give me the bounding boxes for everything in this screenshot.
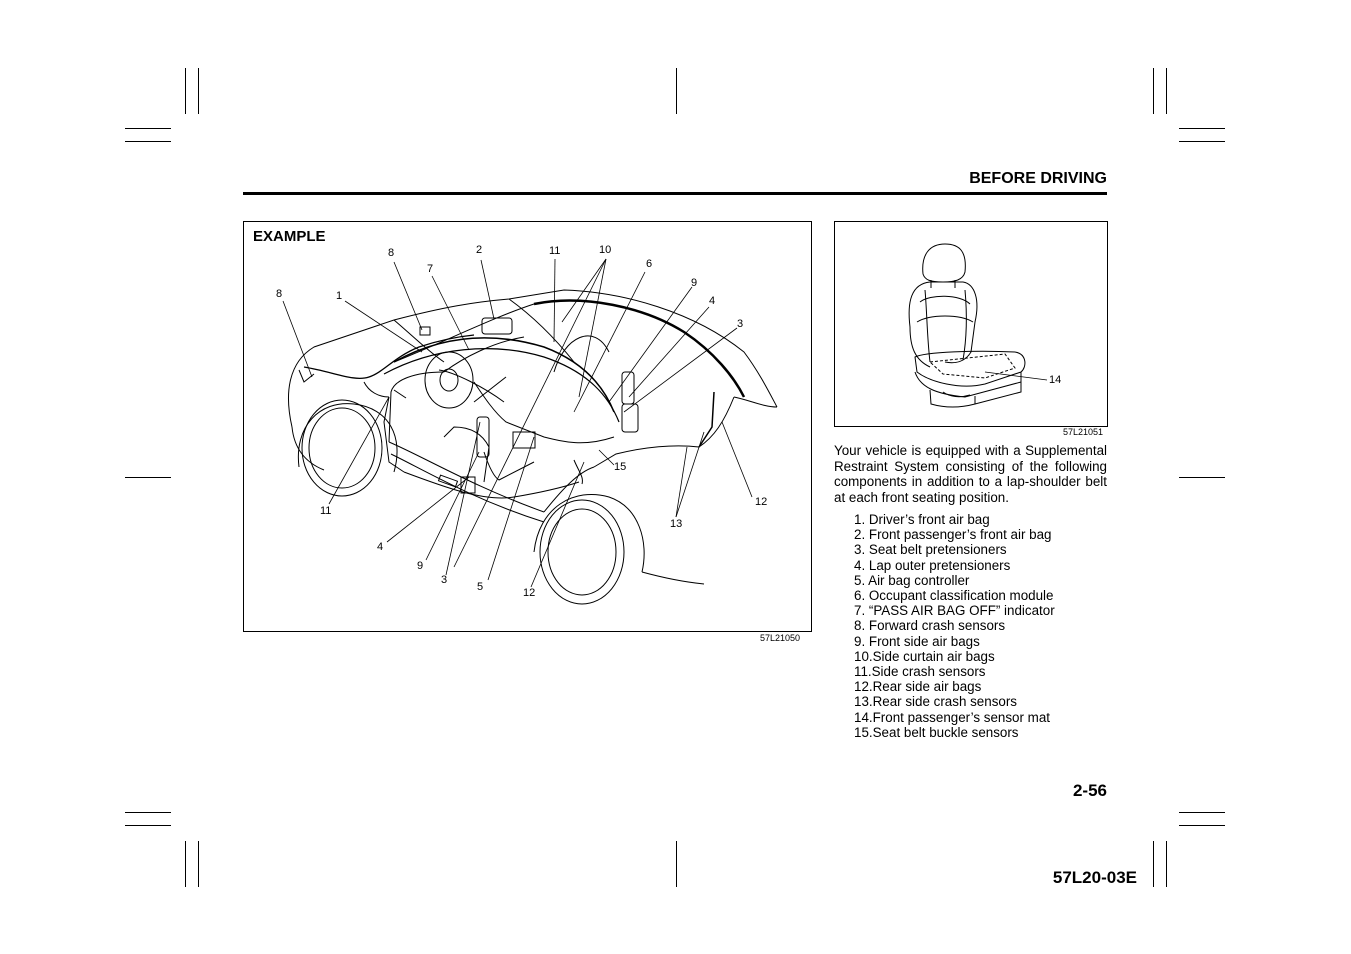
car-srs-diagram bbox=[287, 289, 778, 605]
callout-15: 15 bbox=[614, 461, 627, 473]
list-item: 5. Air bag controller bbox=[854, 572, 970, 588]
passenger-seat-diagram bbox=[908, 243, 1048, 408]
document-code: 57L20-03E bbox=[1052, 868, 1137, 887]
callout-12-right: 12 bbox=[755, 496, 768, 508]
figure-main-code: 57L21050 bbox=[760, 633, 801, 643]
callout-14: 14 bbox=[1049, 374, 1062, 386]
callout-3-bottom: 3 bbox=[441, 574, 448, 586]
callout-1: 1 bbox=[336, 290, 343, 302]
list-item: 9. Front side air bags bbox=[854, 633, 980, 649]
seat-sensor-figure: 14 bbox=[834, 221, 1108, 427]
srs-description: Your vehicle is equipped with a Suppleme… bbox=[834, 443, 1107, 505]
section-title: BEFORE DRIVING bbox=[969, 170, 1107, 187]
page-number: 2-56 bbox=[1072, 781, 1107, 800]
callout-8-top: 8 bbox=[388, 247, 395, 259]
components-list: 1. Driver’s front air bag 2. Front passe… bbox=[854, 512, 1055, 740]
callout-6: 6 bbox=[646, 258, 653, 270]
list-item: 6. Occupant classification module bbox=[854, 588, 1054, 604]
callout-4-top: 4 bbox=[709, 295, 716, 307]
callout-2: 2 bbox=[476, 244, 483, 256]
callout-7: 7 bbox=[427, 263, 434, 275]
callout-12-bottom: 12 bbox=[523, 587, 536, 599]
list-item: 11.Side crash sensors bbox=[854, 664, 986, 680]
callout-4-bottom: 4 bbox=[377, 541, 384, 553]
list-item: 1. Driver’s front air bag bbox=[854, 512, 990, 527]
list-item: 10.Side curtain air bags bbox=[854, 648, 995, 664]
list-item: 4. Lap outer pretensioners bbox=[854, 557, 1011, 573]
list-item: 15.Seat belt buckle sensors bbox=[854, 724, 1019, 740]
list-item: 8. Forward crash sensors bbox=[854, 618, 1006, 634]
callout-10: 10 bbox=[599, 244, 612, 256]
callout-11-bottom: 11 bbox=[320, 505, 332, 517]
callout-3-right: 3 bbox=[737, 318, 744, 330]
list-item: 7. “PASS AIR BAG OFF” indicator bbox=[854, 603, 1055, 619]
callout-9-bottom: 9 bbox=[417, 560, 424, 572]
srs-diagram-figure: EXAMPLE 8 1 7 8 2 11 10 6 9 4 3 11 4 9 3… bbox=[243, 221, 812, 632]
callout-13: 13 bbox=[670, 518, 683, 530]
figure-seat-code: 57L21051 bbox=[1063, 427, 1104, 437]
callout-leaders bbox=[282, 258, 753, 588]
list-item: 13.Rear side crash sensors bbox=[854, 694, 1017, 710]
callout-8-left: 8 bbox=[276, 288, 283, 300]
list-item: 14.Front passenger’s sensor mat bbox=[854, 709, 1051, 725]
callout-11-top: 11 bbox=[549, 245, 561, 257]
header-rule bbox=[243, 192, 1107, 195]
list-item: 3. Seat belt pretensioners bbox=[854, 542, 1007, 558]
list-item: 12.Rear side air bags bbox=[854, 679, 982, 695]
callout-9-top: 9 bbox=[691, 277, 698, 289]
list-item: 2. Front passenger’s front air bag bbox=[854, 527, 1052, 543]
figure-example-label: EXAMPLE bbox=[253, 228, 326, 245]
callout-5: 5 bbox=[477, 581, 484, 593]
